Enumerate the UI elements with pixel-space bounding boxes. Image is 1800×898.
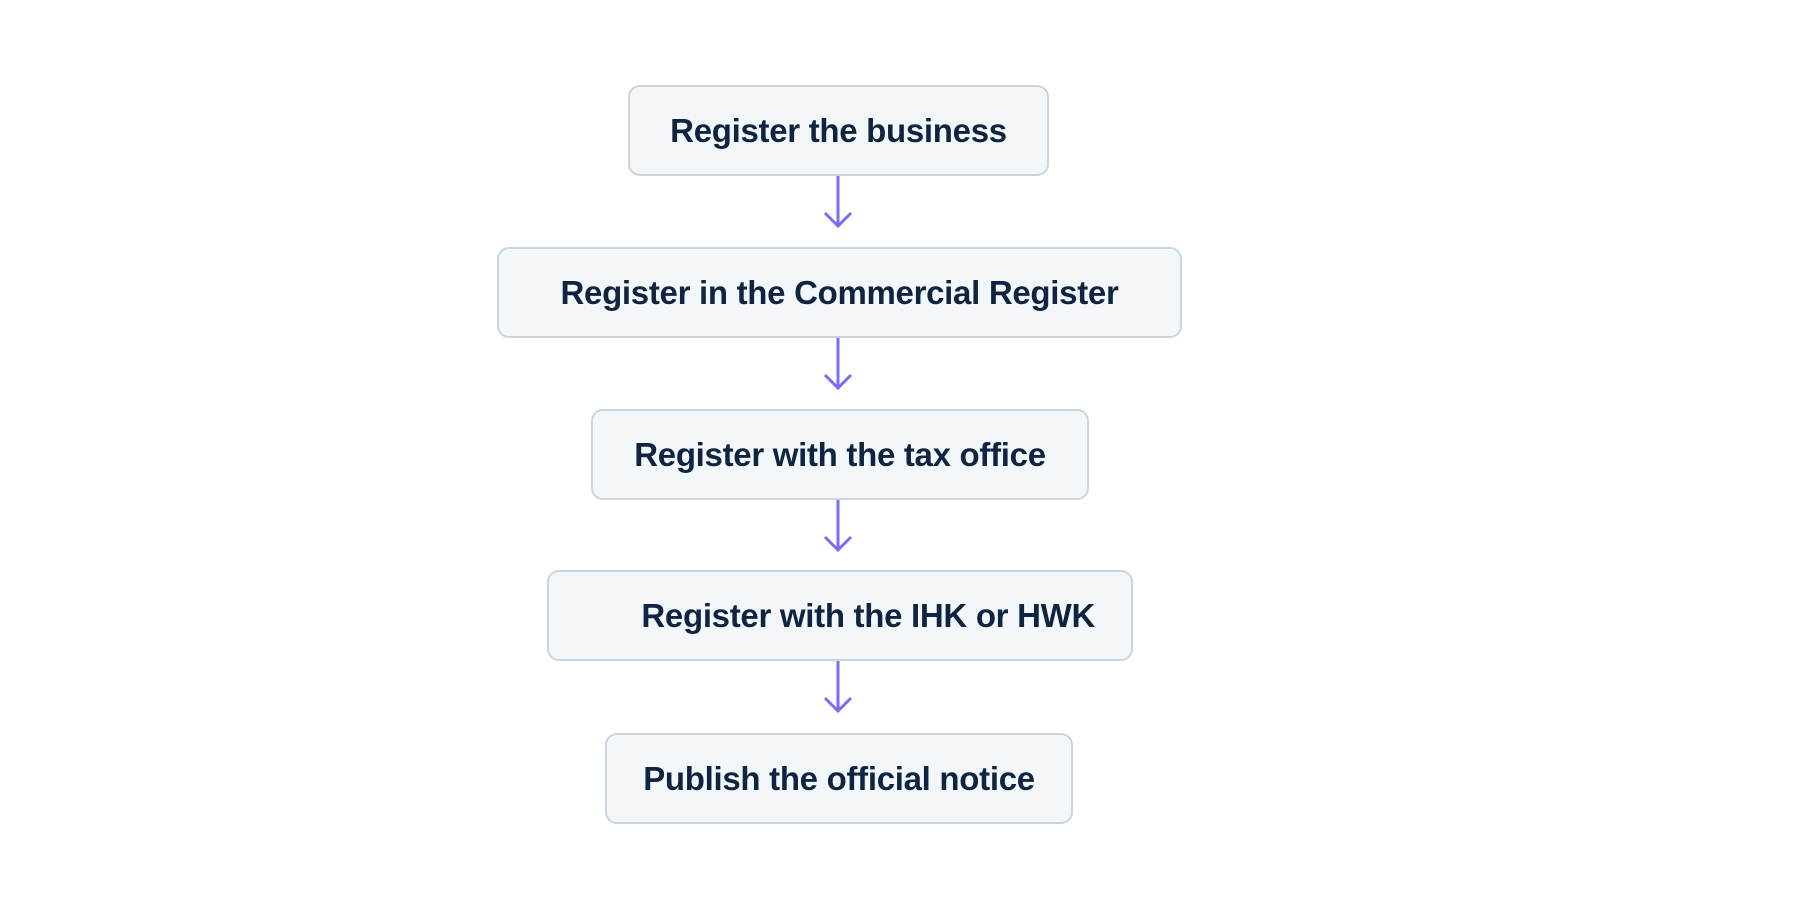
step-label: Register in the Commercial Register [560, 273, 1119, 311]
step-label: Register the business [670, 111, 1007, 149]
step-label: Register with the IHK or HWK [641, 596, 1095, 634]
step-register-business: Register the business [628, 85, 1049, 176]
step-publish-notice: Publish the official notice [605, 733, 1073, 824]
arrow-down-icon [823, 661, 853, 714]
step-commercial-register: Register in the Commercial Register [497, 247, 1182, 338]
step-tax-office: Register with the tax office [591, 409, 1089, 500]
step-label: Register with the tax office [634, 435, 1046, 473]
arrow-down-icon [823, 338, 853, 391]
arrow-down-icon [823, 176, 853, 229]
step-ihk-hwk: Register with the IHK or HWK [547, 570, 1133, 661]
step-label: Publish the official notice [643, 759, 1035, 797]
arrow-down-icon [823, 500, 853, 553]
